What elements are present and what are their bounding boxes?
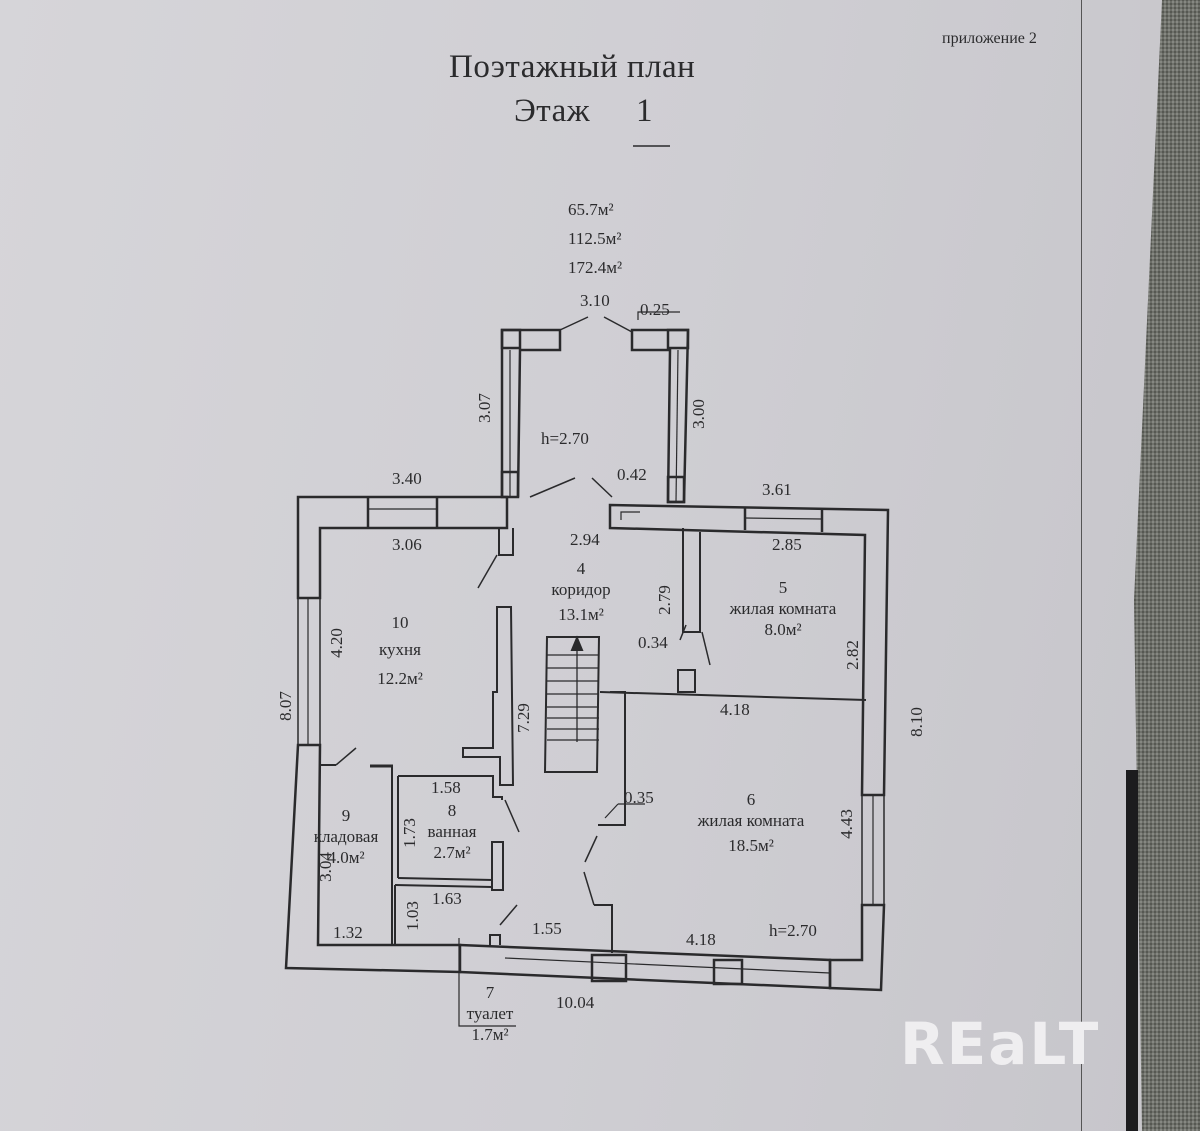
area-value: 112.5	[568, 229, 606, 248]
area-unit: м²	[606, 258, 623, 277]
dim-room5-right: 2.82	[842, 640, 862, 670]
dim-room6-bottom: 4.18	[686, 930, 716, 949]
dim-room5-left: 2.79	[654, 585, 674, 615]
room-number: 7	[485, 983, 495, 1002]
dim-outer-top-left: 3.40	[392, 469, 422, 488]
stair-arrow-icon	[570, 635, 584, 651]
room-area: 2.7м²	[433, 843, 471, 862]
dim-corridor-height: 7.29	[513, 703, 533, 733]
dim-porch-jamb: 0.42	[617, 465, 647, 484]
dim-outer-bottom: 10.04	[556, 993, 595, 1012]
porch-bay	[500, 311, 690, 520]
room-7-toilet: 7 туалет 1.7м²	[445, 982, 535, 1045]
room6-height: h=2.70	[769, 921, 817, 940]
room-number: 10	[391, 613, 409, 632]
room-number: 4	[576, 559, 586, 578]
room-name: коридор	[551, 580, 611, 599]
room-area: 13.1м²	[558, 605, 604, 624]
dim-outer-right: 8.10	[906, 707, 926, 737]
room-name: кухня	[379, 640, 421, 659]
dim-storage-bottom: 1.32	[333, 923, 363, 942]
dim-wc-left: 1.03	[402, 901, 422, 931]
room-area: 12.2м²	[377, 669, 423, 688]
dim-wc-top: 1.63	[432, 889, 462, 908]
room-area: 1.7м²	[471, 1025, 509, 1044]
area-summary-2: 112.5м²	[568, 229, 621, 249]
dim-wall-035: 0.35	[624, 788, 654, 807]
interior-walls	[320, 528, 867, 1027]
dim-porch-left: 3.07	[474, 393, 494, 423]
room-number: 5	[778, 578, 788, 597]
dim-corridor-top: 2.94	[570, 530, 600, 549]
room-6-living: 6 жилая комната 18.5м²	[676, 789, 826, 856]
area-unit: м²	[597, 200, 614, 219]
area-value: 172.4	[568, 258, 607, 277]
dim-kitchen-left: 4.20	[326, 628, 346, 658]
dim-kitchen-top: 3.06	[392, 535, 422, 554]
dim-corridor-bottom: 1.55	[532, 919, 562, 938]
dim-porch-top: 3.10	[580, 291, 610, 310]
floor-number: 1	[636, 93, 653, 129]
floor-label: Этаж	[514, 93, 591, 129]
room-5-living: 5 жилая комната 8.0м²	[708, 577, 858, 640]
area-summary-1: 65.7м²	[568, 200, 614, 220]
dim-wall-034: 0.34	[638, 633, 668, 652]
room-number: 8	[447, 801, 457, 820]
room-number: 9	[341, 806, 351, 825]
dim-room5-top: 2.85	[772, 535, 802, 554]
room-9-storage: 9 кладовая 4.0м²	[306, 805, 386, 868]
dim-bath-top: 1.58	[431, 778, 461, 797]
area-summary-3: 172.4м²	[568, 258, 622, 278]
room-area: 8.0м²	[764, 620, 802, 639]
outer-walls	[284, 495, 890, 992]
room-name: туалет	[466, 1004, 514, 1023]
dim-room6-top: 4.18	[720, 700, 750, 719]
dim-porch-right: 3.00	[688, 399, 708, 429]
realt-watermark-logo: REaLT	[900, 1010, 1101, 1078]
room-area: 4.0м²	[327, 848, 365, 867]
dim-outer-left: 8.07	[275, 691, 295, 721]
room-10-kitchen: 10 кухня 12.2м²	[350, 612, 450, 689]
area-unit: м²	[605, 229, 622, 248]
dim-outer-top-right: 3.61	[762, 480, 792, 499]
room-name: ванная	[427, 822, 477, 841]
room-name: жилая комната	[729, 599, 837, 618]
dim-room6-right: 4.43	[836, 809, 856, 839]
paper-sheet	[0, 0, 1140, 1131]
page-title: Поэтажный план	[449, 49, 696, 85]
dim-porch-wall: 0.25	[640, 300, 670, 319]
room-8-bathroom: 8 ванная 2.7м²	[412, 800, 492, 863]
frame-border-line	[1081, 0, 1082, 1131]
room-name: жилая комната	[697, 811, 805, 830]
room-area: 18.5м²	[728, 836, 774, 855]
room-number: 6	[746, 790, 756, 809]
binder-edge	[1126, 770, 1138, 1131]
room-4-corridor: 4 коридор 13.1м²	[536, 558, 626, 625]
porch-height: h=2.70	[541, 429, 589, 448]
appendix-label: приложение 2	[942, 30, 1037, 47]
area-value: 65.7	[568, 200, 598, 219]
room-name: кладовая	[313, 827, 379, 846]
